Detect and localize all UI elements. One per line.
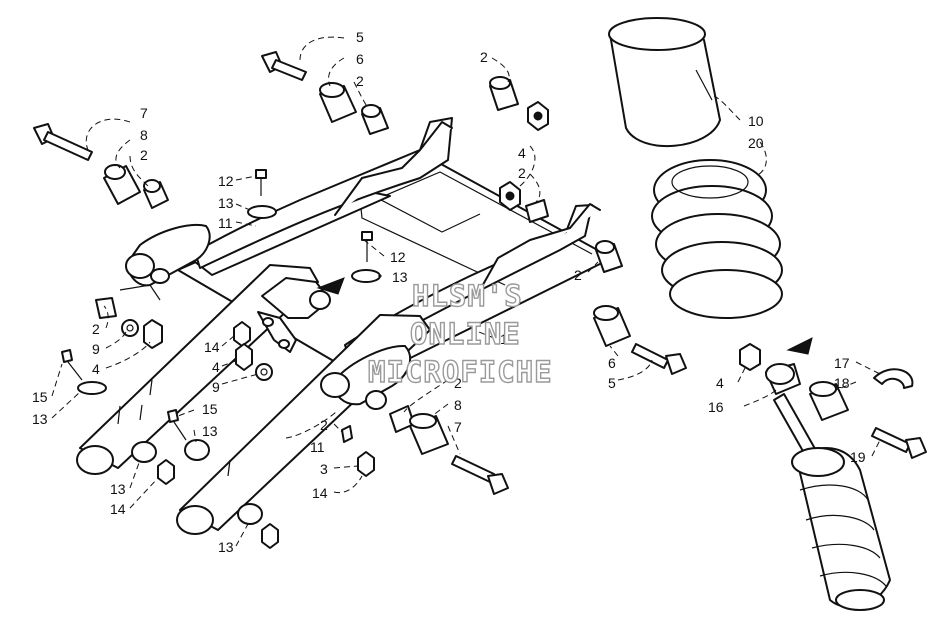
callout-14: 14	[110, 501, 126, 517]
bolt-7-upper	[33, 123, 93, 161]
callout-6: 6	[356, 51, 364, 67]
callout-12: 12	[218, 173, 234, 189]
callout-17: 17	[834, 355, 850, 371]
callout-1: 1	[500, 331, 508, 347]
direction-arrow-shock	[786, 337, 813, 355]
center-clevis	[320, 344, 411, 410]
retainer-17	[873, 368, 914, 389]
shock-top-eye-16	[765, 363, 819, 461]
center-arm	[257, 277, 331, 353]
callout-3: 3	[320, 461, 328, 477]
left-link-arm	[76, 264, 319, 475]
nut-4-left-stack	[143, 319, 163, 349]
watermark-line-2: ONLINE	[410, 317, 521, 351]
callout-13: 13	[392, 269, 408, 285]
bolt-15-center	[167, 409, 210, 461]
direction-arrow-center	[316, 277, 345, 295]
callout-7: 7	[454, 419, 462, 435]
callout-4: 4	[212, 359, 220, 375]
leader-lines	[51, 36, 881, 547]
callout-15: 15	[202, 401, 218, 417]
callout-16: 16	[708, 399, 724, 415]
callout-2: 2	[574, 267, 582, 283]
nut-4-shock	[739, 343, 761, 371]
callout-13: 13	[218, 195, 234, 211]
bolt-5-right	[631, 343, 687, 375]
washer-9-left-stack	[121, 319, 139, 337]
nut-14-left-lower	[157, 459, 175, 485]
spring-20	[651, 159, 783, 319]
bolt-19	[871, 427, 927, 459]
nut-4-top-right	[527, 101, 549, 131]
bolt-15-left	[61, 349, 107, 395]
callout-9: 9	[212, 379, 220, 395]
callout-labels: 7 8 2 5 6 2 2 4 2 12 13 11 12 13 2 9 4 1…	[32, 29, 866, 555]
nut-14-center-lower	[261, 523, 279, 549]
bushing-6-right	[593, 305, 631, 347]
washer-13-center-lower	[237, 503, 263, 525]
callout-4: 4	[92, 361, 100, 377]
bolt-5-upper	[261, 51, 307, 81]
pin-3	[341, 425, 353, 443]
callout-14: 14	[312, 485, 328, 501]
bushing-8-lower	[409, 413, 449, 455]
bushing-2-mid-right	[525, 199, 549, 223]
callout-15: 15	[32, 389, 48, 405]
callout-2: 2	[480, 49, 488, 65]
callout-8: 8	[140, 127, 148, 143]
callout-2: 2	[140, 147, 148, 163]
bushing-2-upper-center	[361, 104, 389, 135]
washer-13-left-lower	[131, 441, 157, 463]
bushing-18	[809, 381, 849, 421]
callout-13: 13	[110, 481, 126, 497]
callout-8: 8	[454, 397, 462, 413]
bushing-8-upper	[103, 164, 141, 205]
nut-4-bracket	[235, 343, 253, 371]
callout-7: 7	[140, 105, 148, 121]
callout-11: 11	[218, 215, 233, 231]
nut-14-bracket	[233, 321, 251, 347]
callout-11: 11	[310, 439, 325, 455]
callout-19: 19	[850, 449, 866, 465]
callout-2: 2	[92, 321, 100, 337]
callout-13: 13	[32, 411, 48, 427]
callout-4: 4	[716, 375, 724, 391]
callout-6: 6	[608, 355, 616, 371]
bushing-6-upper	[319, 82, 357, 123]
callout-18: 18	[834, 375, 850, 391]
callout-14: 14	[204, 339, 220, 355]
callout-13: 13	[218, 539, 234, 555]
callout-5: 5	[356, 29, 364, 45]
bushing-2-right	[595, 240, 623, 273]
callout-10: 10	[748, 113, 764, 129]
callout-2: 2	[518, 165, 526, 181]
shock-body	[791, 447, 891, 611]
left-pivot-clevis	[119, 224, 211, 301]
bolt-7-lower	[451, 455, 509, 495]
callout-2: 2	[320, 417, 328, 433]
bushing-2-upper	[143, 179, 169, 209]
callout-12: 12	[390, 249, 406, 265]
callout-13: 13	[202, 423, 218, 439]
callout-20: 20	[748, 135, 764, 151]
callout-2: 2	[454, 375, 462, 391]
bolt-12-left	[247, 169, 277, 219]
bushing-2-top-right	[489, 76, 519, 111]
callout-4: 4	[518, 145, 526, 161]
callout-9: 9	[92, 341, 100, 357]
callout-5: 5	[608, 375, 616, 391]
watermark-line-1: HLSM'S	[412, 279, 523, 313]
watermark: HLSM'S ONLINE MICROFICHE	[367, 278, 553, 389]
watermark-line-3: MICROFICHE	[368, 355, 553, 389]
washer-9-bracket	[255, 363, 273, 381]
boot-10	[608, 17, 721, 148]
nut-4-mid-right	[499, 181, 521, 211]
callout-2: 2	[356, 73, 364, 89]
nut-14-center	[357, 451, 375, 477]
